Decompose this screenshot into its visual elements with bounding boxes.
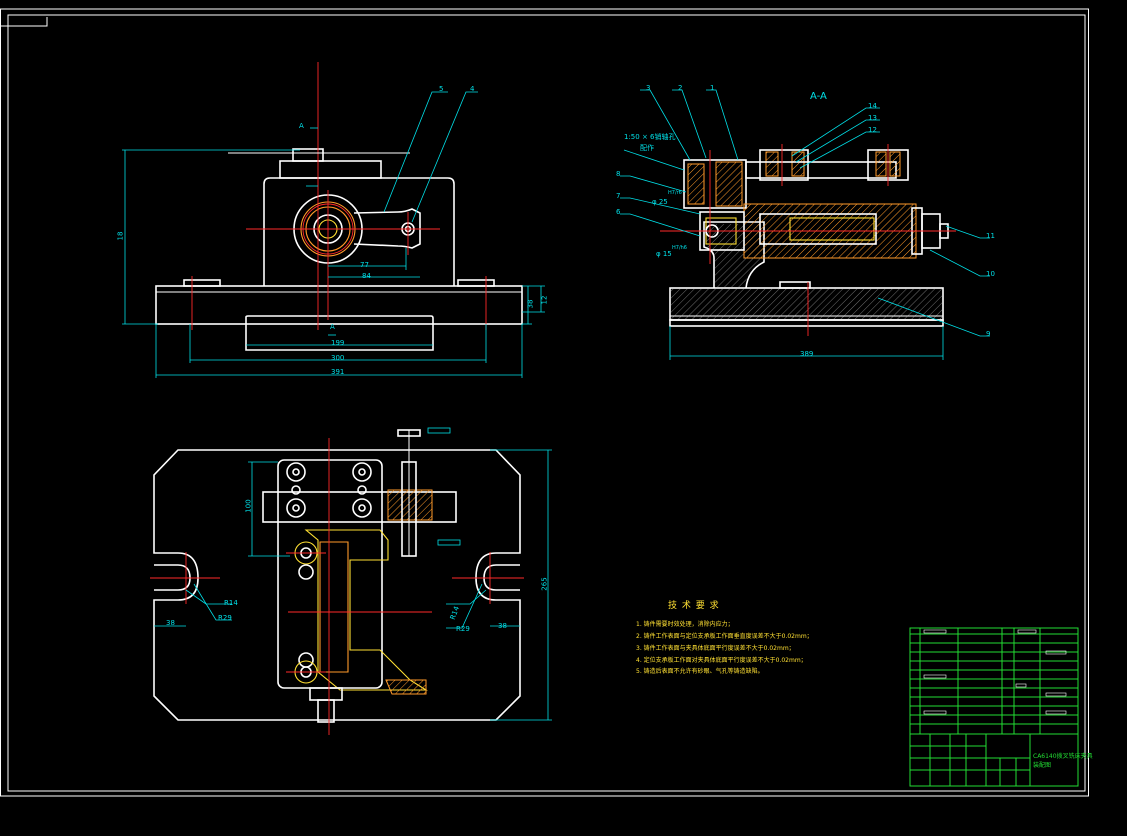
left-r29: R29 <box>218 614 232 622</box>
dim-199: 199 <box>331 339 345 347</box>
right-r29: R29 <box>456 625 470 633</box>
part-number-7: 7 <box>616 192 621 200</box>
part-number-5: 5 <box>439 85 444 93</box>
left-r14: R14 <box>224 599 238 607</box>
part-number-4: 4 <box>470 85 475 93</box>
part-number-13: 13 <box>868 114 877 122</box>
dim-389: 389 <box>800 350 814 358</box>
tech-req-item: 3. 铸件工作表面与夹具体底面平行度误差不大于0.02mm； <box>636 645 795 652</box>
dim-38: 38 <box>526 299 535 309</box>
dim-84: 84 <box>362 272 371 280</box>
tech-req-item: 4. 定位支承板工作面对夹具体底面平行度误差不大于0.02mm； <box>636 657 807 664</box>
part-number-1: 1 <box>710 84 715 92</box>
phi15-label: φ 15 <box>656 250 672 258</box>
dim-12: 12 <box>540 295 549 305</box>
part-number-12: 12 <box>868 126 877 134</box>
pin-hole-note: 1:50 × 6销轴孔 <box>624 133 676 141</box>
part-number-11: 11 <box>986 232 995 240</box>
dim-height: 18 <box>116 231 125 241</box>
tech-req-item: 2. 铸件工作表面与定位支承板工作面垂直度误差不大于0.02mm； <box>636 633 813 640</box>
tech-req-item: 5. 铸造后表面不允许有砂眼、气孔等铸造缺陷。 <box>636 668 764 675</box>
left-38: 38 <box>166 619 175 627</box>
drawing-name: CA6140拨叉铣床夹具 <box>1033 753 1093 760</box>
phi15-fit: H7/h6 <box>672 245 687 251</box>
section-title: A-A <box>810 91 827 102</box>
dim-265: 265 <box>540 577 549 591</box>
part-number-14: 14 <box>868 102 877 110</box>
sheet-border <box>0 8 1089 797</box>
part-number-8: 8 <box>616 170 621 178</box>
tech-req-heading: 技 术 要 求 <box>668 601 720 611</box>
dim-391: 391 <box>331 368 345 376</box>
part-number-3: 3 <box>646 84 651 92</box>
section-mark-top: A <box>299 122 304 130</box>
phi25-label: φ 25 <box>652 198 668 206</box>
phi25-fit: H7/r6 <box>668 190 682 196</box>
dim-77: 77 <box>360 261 369 269</box>
part-number-10: 10 <box>986 270 995 278</box>
tech-req-item: 1. 铸件需要时效处理，消除内应力； <box>636 621 734 628</box>
front-view <box>122 62 545 378</box>
dim-100: 100 <box>244 499 253 513</box>
section-mark-bottom: A <box>330 323 335 331</box>
section-view-a-a <box>620 89 990 360</box>
plan-view <box>150 427 552 735</box>
drawing-subtitle: 装配图 <box>1033 762 1052 769</box>
part-number-6: 6 <box>616 208 621 216</box>
part-number-2: 2 <box>678 84 683 92</box>
title-block <box>909 627 1079 787</box>
right-38: 38 <box>498 622 507 630</box>
dim-300: 300 <box>331 354 345 362</box>
part-number-9: 9 <box>986 330 991 338</box>
pin-hole-note-2: 配作 <box>640 144 654 152</box>
